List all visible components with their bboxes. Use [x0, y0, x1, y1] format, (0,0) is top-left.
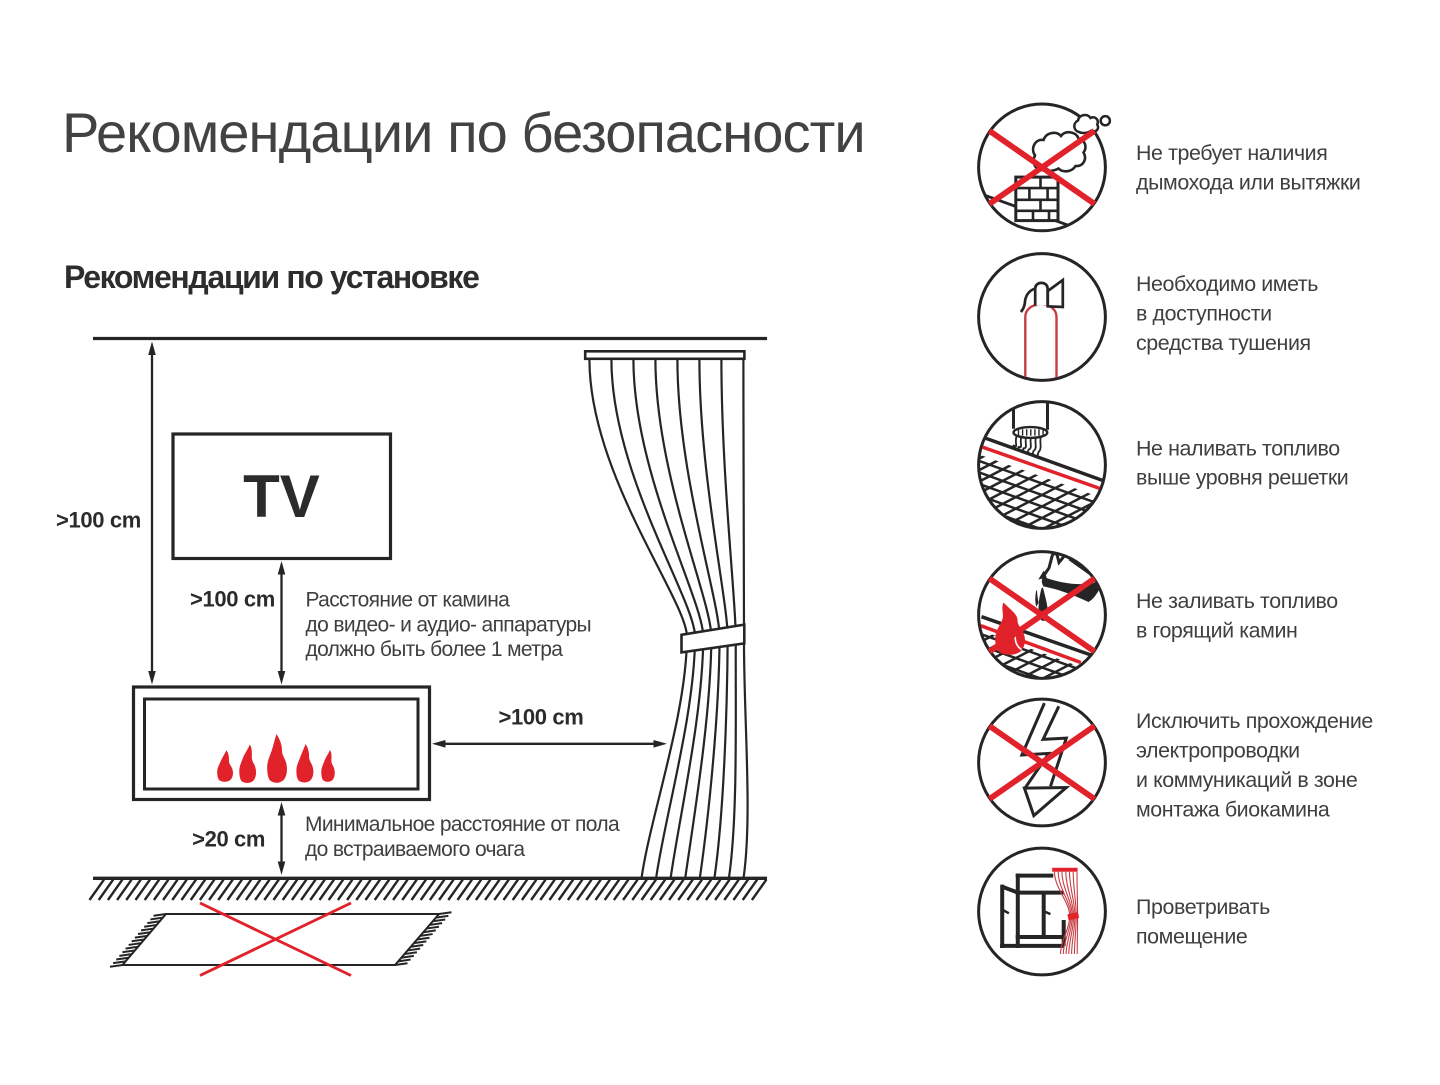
svg-text:электропроводки: электропроводки: [1136, 739, 1300, 763]
svg-text:>20 cm: >20 cm: [192, 827, 265, 852]
svg-text:монтажа биокамина: монтажа биокамина: [1136, 797, 1330, 821]
svg-text:>100 cm: >100 cm: [56, 508, 141, 533]
svg-text:должно быть более 1 метра: должно быть более 1 метра: [306, 638, 564, 661]
svg-text:в горящий камин: в горящий камин: [1136, 618, 1297, 642]
svg-text:средства тушения: средства тушения: [1136, 331, 1311, 355]
svg-text:до встраиваемого очага: до встраиваемого очага: [305, 838, 525, 861]
svg-text:Проветривать: Проветривать: [1136, 895, 1270, 919]
svg-text:Исключить прохождение: Исключить прохождение: [1136, 709, 1373, 733]
svg-text:дымохода или вытяжки: дымохода или вытяжки: [1136, 170, 1360, 194]
svg-text:Необходимо иметь: Необходимо иметь: [1136, 272, 1318, 296]
svg-text:до видео- и аудио- аппаратуры: до видео- и аудио- аппаратуры: [306, 613, 591, 636]
svg-text:Не наливать топливо: Не наливать топливо: [1136, 436, 1340, 460]
svg-text:Рекомендации по установке: Рекомендации по установке: [64, 259, 479, 295]
svg-text:>100 cm: >100 cm: [498, 704, 583, 729]
svg-text:>100 cm: >100 cm: [190, 586, 275, 611]
svg-text:выше уровня решетки: выше уровня решетки: [1136, 466, 1348, 490]
svg-text:Минимальное расстояние от пола: Минимальное расстояние от пола: [305, 813, 620, 836]
svg-text:Расстояние от камина: Расстояние от камина: [306, 589, 511, 612]
svg-text:Не заливать топливо: Не заливать топливо: [1136, 589, 1338, 613]
svg-text:в доступности: в доступности: [1136, 301, 1272, 325]
svg-text:TV: TV: [243, 463, 320, 530]
svg-text:помещение: помещение: [1136, 924, 1247, 948]
svg-text:Рекомендации по безопасности: Рекомендации по безопасности: [62, 101, 865, 164]
svg-text:и коммуникаций в зоне: и коммуникаций в зоне: [1136, 768, 1357, 792]
svg-text:Не требует наличия: Не требует наличия: [1136, 141, 1327, 165]
